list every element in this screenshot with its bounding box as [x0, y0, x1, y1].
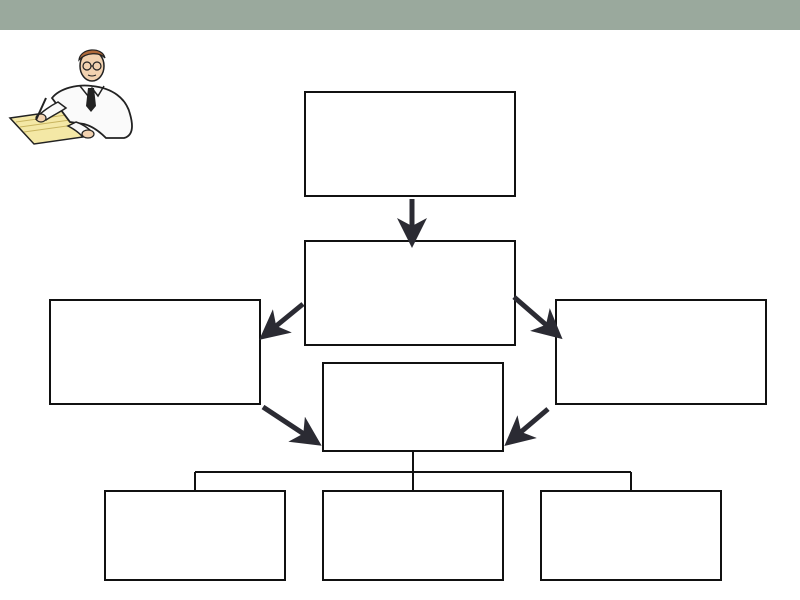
tree-connector: [194, 451, 632, 491]
box-bottom-center: [322, 490, 504, 581]
box-bottom-left: [104, 490, 286, 581]
box-bottom-right: [540, 490, 722, 581]
arrow-icon: [261, 404, 322, 446]
arrow-icon: [504, 407, 550, 447]
box-middle: [304, 240, 516, 346]
box-center: [322, 362, 504, 452]
box-top: [304, 91, 516, 197]
arrow-icon: [259, 302, 305, 340]
scientist-writing-icon: [8, 40, 148, 155]
arrow-icon: [512, 295, 563, 340]
box-left: [49, 299, 261, 405]
title-bar: [0, 0, 800, 30]
box-right: [555, 299, 767, 405]
